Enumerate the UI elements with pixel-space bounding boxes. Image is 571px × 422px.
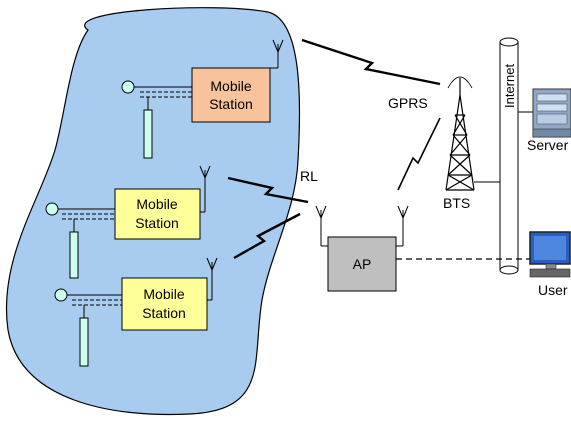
access-point: AP	[315, 205, 409, 292]
internet-label: Internet	[502, 64, 517, 108]
antenna-icon	[206, 257, 218, 301]
internet-backbone	[499, 37, 519, 275]
station-label-line2: Station	[209, 96, 253, 112]
sensor-node-icon	[54, 288, 68, 302]
mobile-station-1: Mobile Station	[121, 39, 284, 159]
rl-label: RL	[300, 168, 318, 184]
mobile-station-2: Mobile Station	[45, 165, 211, 279]
station-label-line2: Station	[142, 305, 186, 321]
ap-label: AP	[353, 256, 372, 272]
sensor-probe	[79, 317, 89, 367]
bts-tower-icon	[445, 76, 475, 191]
station-box	[191, 67, 271, 123]
antenna-icon	[199, 165, 211, 213]
wireless-link-icon	[397, 117, 441, 191]
gprs-label: GPRS	[388, 95, 428, 111]
antenna-icon	[396, 205, 409, 247]
server-label: Server	[527, 137, 569, 153]
station-box	[121, 277, 208, 331]
antenna-icon	[270, 39, 284, 69]
station-label-line2: Station	[135, 215, 179, 231]
sensor-probe	[69, 231, 79, 279]
sensor-node-icon	[45, 202, 59, 216]
antenna-icon	[315, 205, 328, 247]
bts-label: BTS	[443, 195, 470, 211]
station-box	[114, 188, 201, 240]
mobile-station-3: Mobile Station	[54, 257, 218, 367]
sensor-probe	[143, 109, 153, 159]
station-label-line1: Mobile	[136, 196, 177, 212]
wireless-link-icon	[227, 176, 309, 204]
wireless-link-icon	[301, 38, 441, 86]
station-label-line1: Mobile	[210, 78, 251, 94]
user-pc-icon	[529, 231, 571, 278]
user-label: User	[538, 282, 568, 298]
sensor-node-icon	[121, 80, 135, 94]
station-label-line1: Mobile	[143, 286, 184, 302]
wireless-link-icon	[233, 212, 301, 260]
server-icon	[532, 88, 571, 138]
